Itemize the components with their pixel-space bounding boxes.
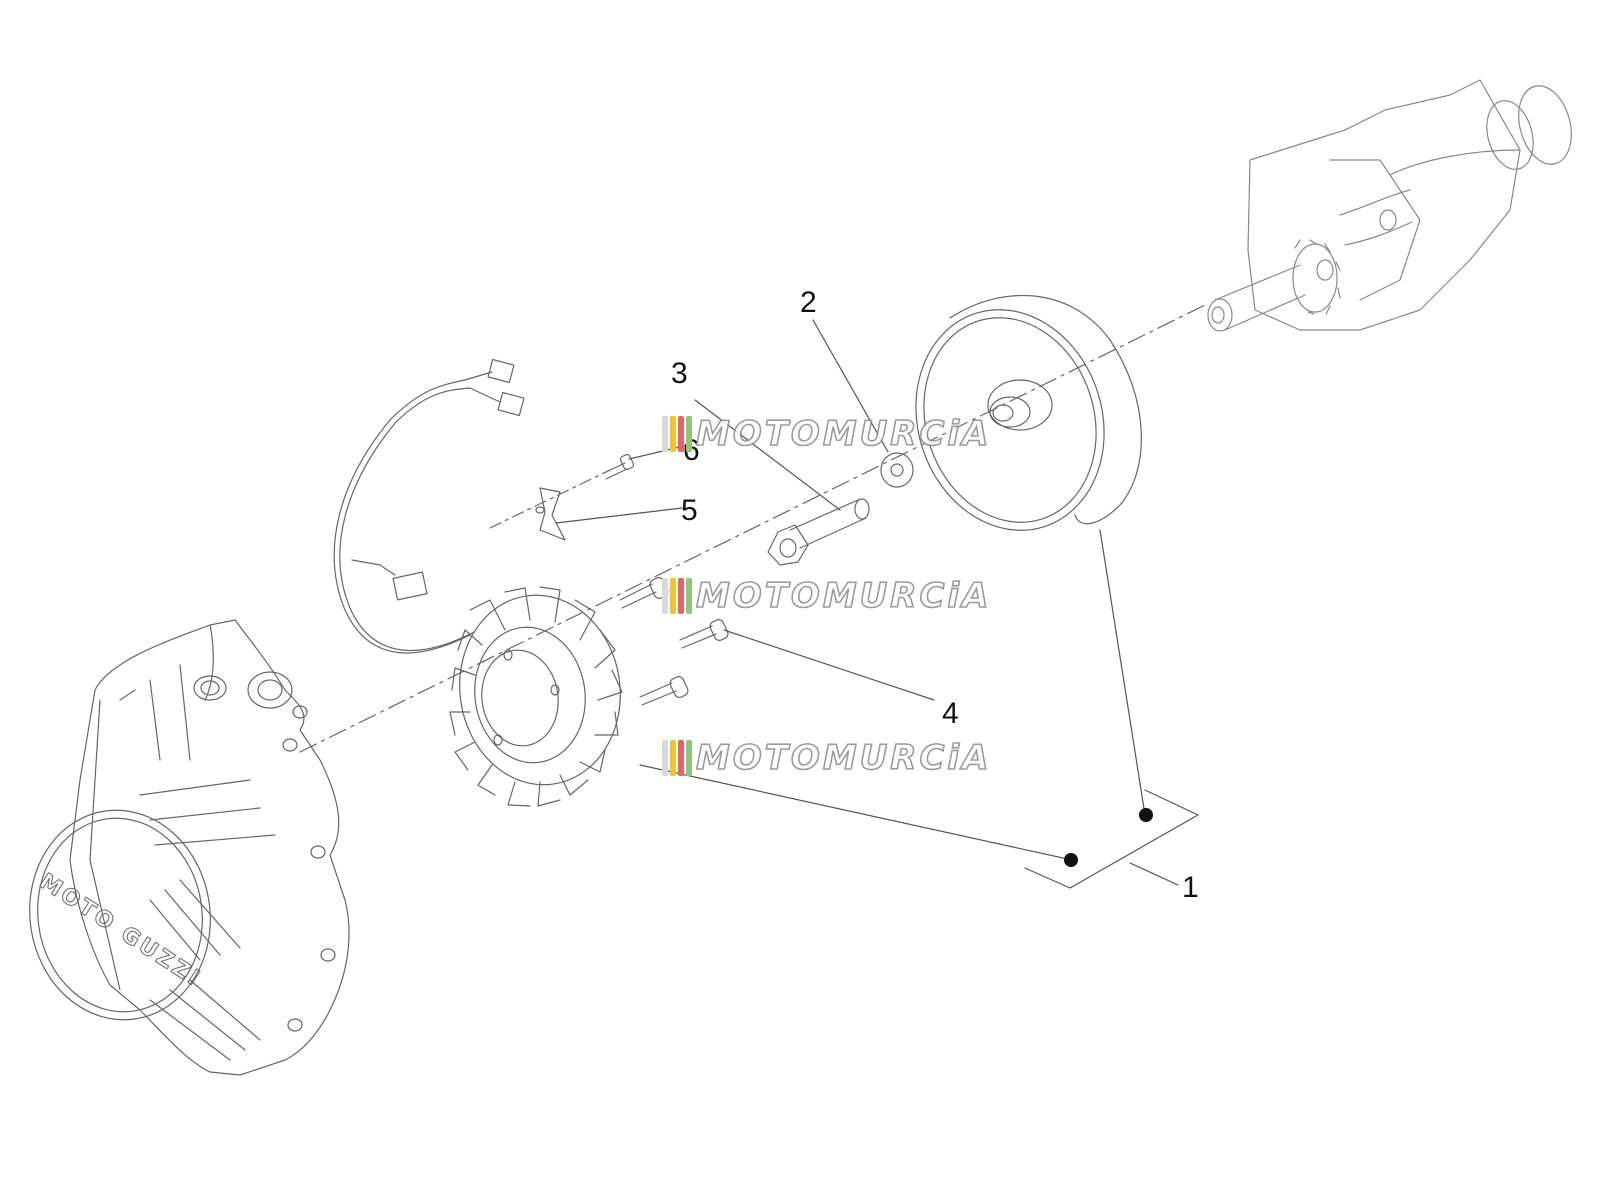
engine-cover-part xyxy=(29,619,350,1076)
leader-line-stator xyxy=(639,764,1073,861)
wire-connector-top xyxy=(487,358,515,384)
leader-line-flywheel xyxy=(1099,529,1146,816)
kit-dot-stator xyxy=(1064,853,1078,867)
flange-bolt-part xyxy=(767,498,870,566)
wire-connector-middle xyxy=(497,391,525,417)
kit-dot-flywheel xyxy=(1139,808,1153,822)
watermark-top: MOTOMURCiA xyxy=(662,413,992,455)
leader-line-3 xyxy=(694,399,841,511)
callout-number-2: 2 xyxy=(800,286,817,319)
crankshaft-part xyxy=(1207,79,1572,332)
watermark-bottom: MOTOMURCiA xyxy=(662,737,992,779)
small-screw-part xyxy=(603,453,635,480)
callout-number-3: 3 xyxy=(671,357,688,390)
engine-cover-logo-plate xyxy=(29,809,211,1021)
leader-line-1 xyxy=(1129,862,1179,886)
leader-line-2 xyxy=(812,319,889,453)
watermark-flag-icon xyxy=(662,740,692,776)
engine-cover-plug xyxy=(193,675,227,701)
kit-bracket xyxy=(1024,789,1199,889)
bracket-part xyxy=(535,487,566,541)
watermark-flag-icon xyxy=(662,416,692,452)
watermark-middle: MOTOMURCiA xyxy=(662,575,992,617)
watermark-text: MOTOMURCiA xyxy=(695,413,992,455)
engine-cover-logo-text: MOTO GUZZI xyxy=(35,869,206,992)
callout-number-4: 4 xyxy=(942,697,959,730)
watermark-text: MOTOMURCiA xyxy=(695,575,992,617)
callout-number-1: 1 xyxy=(1182,871,1199,904)
watermark-flag-icon xyxy=(662,578,692,614)
engine-cover-boss xyxy=(247,671,293,709)
wire-connector-lower xyxy=(392,571,428,601)
leader-line-5 xyxy=(555,507,683,524)
stator-part xyxy=(333,358,623,807)
callout-number-5: 5 xyxy=(681,494,698,527)
leader-lines xyxy=(555,319,1199,889)
washer-part xyxy=(880,452,914,488)
center-axis-line xyxy=(299,304,1206,753)
leader-line-4 xyxy=(723,629,935,701)
screw-axis-line xyxy=(489,469,611,529)
flywheel-part xyxy=(915,294,1142,531)
stator-screws-part xyxy=(619,577,729,706)
watermark-text: MOTOMURCiA xyxy=(695,737,992,779)
